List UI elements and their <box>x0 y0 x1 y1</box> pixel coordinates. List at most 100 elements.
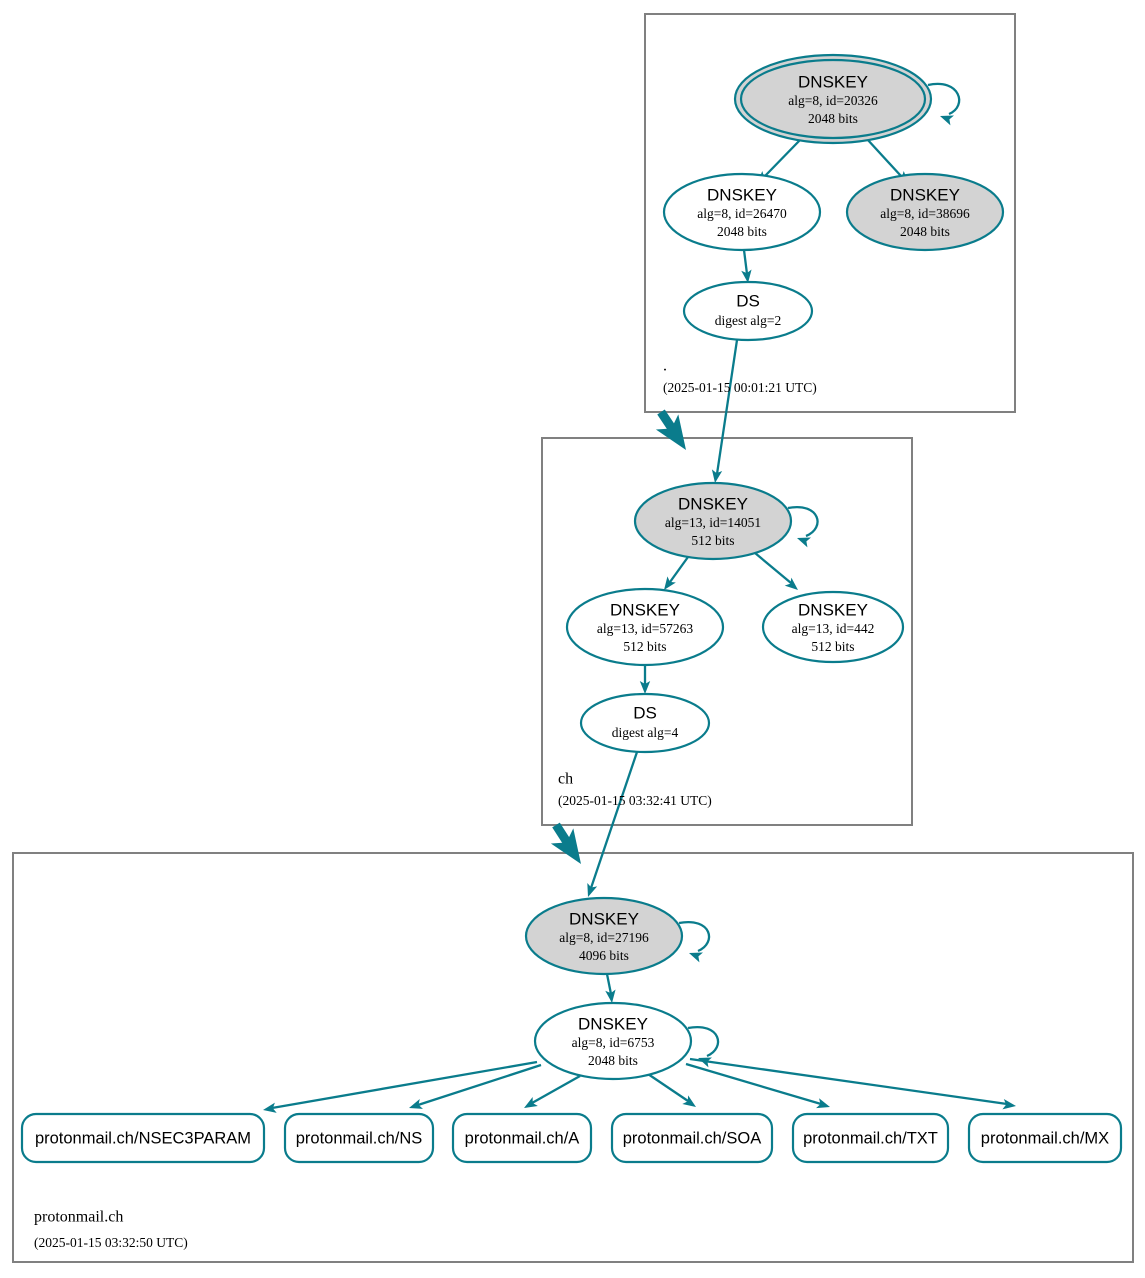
arrow-head <box>664 576 676 590</box>
self-loop-loop-20326 <box>927 82 961 116</box>
edge-e-14051-57263 <box>669 556 689 583</box>
edge-e-6753-a <box>531 1074 581 1105</box>
edge-e-6753-ns <box>417 1063 542 1107</box>
zone-label-layer: . (2025-01-15 00:01:21 UTC) ch (2025-01-15 … <box>34 358 817 1250</box>
node-ch-ksk-14051[interactable]: DNSKEY alg=13, id=14051 512 bits <box>633 481 793 561</box>
node-root-zsk-26470[interactable]: DNSKEY alg=8, id=26470 2048 bits <box>662 172 822 252</box>
node-ch-zsk-442[interactable]: DNSKEY alg=13, id=442 512 bits <box>761 590 905 664</box>
arrow-head <box>655 414 686 450</box>
node-keysize-label: 2048 bits <box>900 224 950 239</box>
node-ellipse <box>845 172 1005 252</box>
zone-cluster-ch <box>541 437 913 826</box>
node-ellipse <box>761 590 905 664</box>
node-digest-label: digest alg=2 <box>715 313 781 328</box>
node-ellipse <box>662 172 822 252</box>
arrow-head <box>698 1057 712 1068</box>
record-rr-txt[interactable]: protonmail.ch/TXT <box>791 1112 950 1164</box>
node-alg-id-label: alg=8, id=27196 <box>559 930 649 945</box>
node-keysize-label: 512 bits <box>623 639 666 654</box>
record-label: protonmail.ch/A <box>465 1129 580 1147</box>
arrow-head <box>940 115 954 126</box>
node-alg-id-label: alg=8, id=26470 <box>697 206 787 221</box>
arrow-head <box>797 537 811 548</box>
zone-timestamp-ch: (2025-01-15 03:32:41 UTC) <box>558 793 712 808</box>
edge-e-ds-pm27196 <box>589 751 639 889</box>
record-rr-mx[interactable]: protonmail.ch/MX <box>967 1112 1123 1164</box>
record-box <box>610 1112 774 1164</box>
node-type-label: DNSKEY <box>798 600 868 619</box>
node-keysize-label: 2048 bits <box>588 1053 638 1068</box>
node-ellipse <box>633 481 793 561</box>
node-alg-id-label: alg=8, id=38696 <box>880 206 970 221</box>
node-ch-zsk-57263[interactable]: DNSKEY alg=13, id=57263 512 bits <box>565 587 725 667</box>
node-ellipse <box>579 692 711 754</box>
arrow-head <box>816 1098 830 1109</box>
edge-e-26470-ds <box>742 249 749 275</box>
record-rr-nsec3param[interactable]: protonmail.ch/NSEC3PARAM <box>20 1112 266 1164</box>
zone-name-protonmail: protonmail.ch <box>34 1209 123 1226</box>
record-rr-soa[interactable]: protonmail.ch/SOA <box>610 1112 774 1164</box>
node-keysize-label: 2048 bits <box>808 111 858 126</box>
record-rr-a[interactable]: protonmail.ch/A <box>451 1112 593 1164</box>
node-type-label: DNSKEY <box>707 185 777 204</box>
node-type-label: DS <box>633 703 657 722</box>
zone-timestamp-root: (2025-01-15 00:01:21 UTC) <box>663 380 817 395</box>
node-keysize-label: 512 bits <box>811 639 854 654</box>
arrow-head <box>605 989 616 1003</box>
edge-e-27196-6753 <box>605 973 613 995</box>
record-node-layer: protonmail.ch/NSEC3PARAM protonmail.ch/NS… <box>20 1112 1123 1164</box>
node-type-label: DS <box>736 291 760 310</box>
self-loop-layer <box>678 82 961 1068</box>
zone-name-root: . <box>663 358 667 375</box>
arrow-head <box>1002 1099 1016 1110</box>
node-keysize-label: 2048 bits <box>717 224 767 239</box>
node-keysize-label: 512 bits <box>691 533 734 548</box>
node-alg-id-label: alg=13, id=442 <box>792 621 875 636</box>
record-box <box>791 1112 950 1164</box>
record-label: protonmail.ch/MX <box>981 1129 1109 1147</box>
zone-name-ch: ch <box>558 771 573 788</box>
arrow-head <box>524 1096 538 1108</box>
node-type-label: DNSKEY <box>610 600 680 619</box>
edge-e-14051-442 <box>754 552 792 584</box>
edge-e-ds-ch14051 <box>715 339 739 475</box>
zone-timestamp-protonmail: (2025-01-15 03:32:50 UTC) <box>34 1235 188 1250</box>
edge-e-6753-mx <box>689 1057 1008 1106</box>
arrow-head <box>263 1102 277 1113</box>
arrow-head <box>550 828 581 864</box>
node-alg-id-label: alg=13, id=57263 <box>597 621 693 636</box>
arrow-head <box>741 269 752 283</box>
node-type-label: DNSKEY <box>678 494 748 513</box>
arrow-head <box>639 681 651 694</box>
arrow-head <box>587 883 598 897</box>
record-rr-ns[interactable]: protonmail.ch/NS <box>283 1112 435 1164</box>
node-alg-id-label: alg=13, id=14051 <box>665 515 761 530</box>
record-box <box>283 1112 435 1164</box>
record-box <box>451 1112 593 1164</box>
arrow-head <box>711 469 723 483</box>
node-type-label: DNSKEY <box>569 909 639 928</box>
record-label: protonmail.ch/SOA <box>623 1129 761 1147</box>
node-alg-id-label: alg=8, id=6753 <box>572 1035 655 1050</box>
record-box <box>20 1112 266 1164</box>
self-loop-loop-14051 <box>787 505 819 538</box>
arrow-head <box>784 577 798 590</box>
trust-anchor-inner-ellipse <box>739 58 927 140</box>
arrow-head <box>682 1095 696 1107</box>
record-box <box>967 1112 1123 1164</box>
record-label: protonmail.ch/NS <box>296 1129 423 1147</box>
arrow-head <box>689 952 703 963</box>
node-ellipse <box>533 1001 693 1081</box>
record-label: protonmail.ch/TXT <box>803 1129 938 1147</box>
edge-e-6753-txt <box>685 1062 822 1106</box>
node-ellipse <box>524 896 684 976</box>
node-ellipse <box>565 587 725 667</box>
node-type-label: DNSKEY <box>798 72 868 91</box>
node-root-ds-ch[interactable]: DS digest alg=2 <box>682 280 814 342</box>
